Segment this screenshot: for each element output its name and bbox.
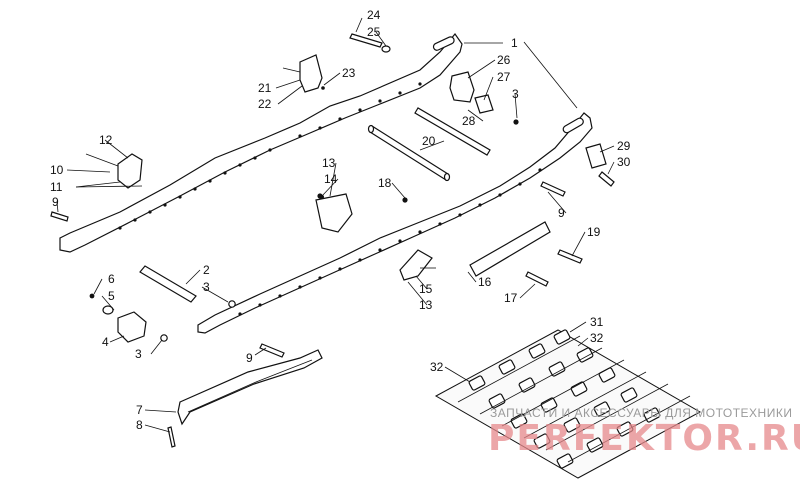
callout-2: 2 [203,263,210,277]
callout-32-left: 32 [430,360,444,374]
callout-16: 16 [478,275,492,289]
nut-3-c [513,119,519,125]
callout-29: 29 [617,139,631,153]
upper-slide-rail [59,33,463,253]
watermark-logo-text: PERFEKTOR.RU [488,418,800,459]
callout-6: 6 [108,272,115,286]
nut-14 [317,193,323,199]
rear-idler-mount [85,153,143,189]
callout-23: 23 [342,66,356,80]
callout-19: 19 [587,225,601,239]
bolt-9-right [540,181,566,197]
bolt-9-left [50,211,69,222]
callout-13-bottom: 13 [419,298,433,312]
wear-strip [469,221,551,277]
upper-bolt [349,33,391,53]
callout-12: 12 [99,133,113,147]
lower-bracket [399,249,436,281]
watermark: ЗАПЧАСТИ И АКСЕССУАРЫ ДЛЯ МОТОТЕХНИКИ PE… [488,406,800,459]
bolt-6 [89,293,95,299]
callout-26: 26 [497,53,511,67]
upper-bracket [282,54,325,93]
callout-9-bottom: 9 [246,351,253,365]
track [434,329,702,479]
center-bracket [315,193,353,233]
rear-bracket [585,143,615,187]
screw-8 [167,426,176,448]
nut-3-a [160,334,168,342]
callout-13-top: 13 [322,156,336,170]
callout-28: 28 [462,114,476,128]
watermark-tagline: ЗАПЧАСТИ И АКСЕССУАРЫ ДЛЯ МОТОТЕХНИКИ [490,406,792,420]
callout-10: 10 [50,163,64,177]
callout-5: 5 [108,289,115,303]
callout-21: 21 [258,81,272,95]
callout-9-left: 9 [52,195,59,209]
callouts: 1 2 3 3 3 4 5 6 7 8 9 9 9 10 11 12 13 13… [50,8,631,432]
callout-8: 8 [136,418,143,432]
lower-slide-rail [197,112,593,334]
leader-lines [56,17,615,433]
callout-1: 1 [511,36,518,50]
callout-3-top: 3 [512,87,519,101]
cross-shaft [367,124,451,182]
callout-7: 7 [136,403,143,417]
callout-20: 20 [422,134,436,148]
callout-15: 15 [419,282,433,296]
bolt-19 [557,249,583,264]
bumper [474,94,494,114]
callout-25: 25 [367,25,381,39]
callout-4: 4 [102,335,109,349]
front-shaft [139,265,197,303]
callout-27: 27 [497,70,511,84]
callout-14: 14 [324,172,338,186]
callout-3-mid: 3 [203,280,210,294]
callout-9-right: 9 [558,206,565,220]
callout-22: 22 [258,97,272,111]
bolt-9-bottom [259,343,285,358]
slide-wear-bar [177,349,323,426]
upper-cross-shaft [414,107,491,156]
callout-30: 30 [617,155,631,169]
callout-3-low: 3 [135,347,142,361]
callout-24: 24 [367,8,381,22]
stopper-block [449,71,475,103]
nut-18 [402,197,408,203]
callout-31: 31 [590,315,604,329]
bolt-17 [525,271,549,287]
callout-11: 11 [50,180,63,194]
callout-18: 18 [378,176,392,190]
idler-wheel [102,305,147,343]
callout-32-right: 32 [590,331,604,345]
nut-3-b [228,300,236,308]
callout-17: 17 [504,291,518,305]
